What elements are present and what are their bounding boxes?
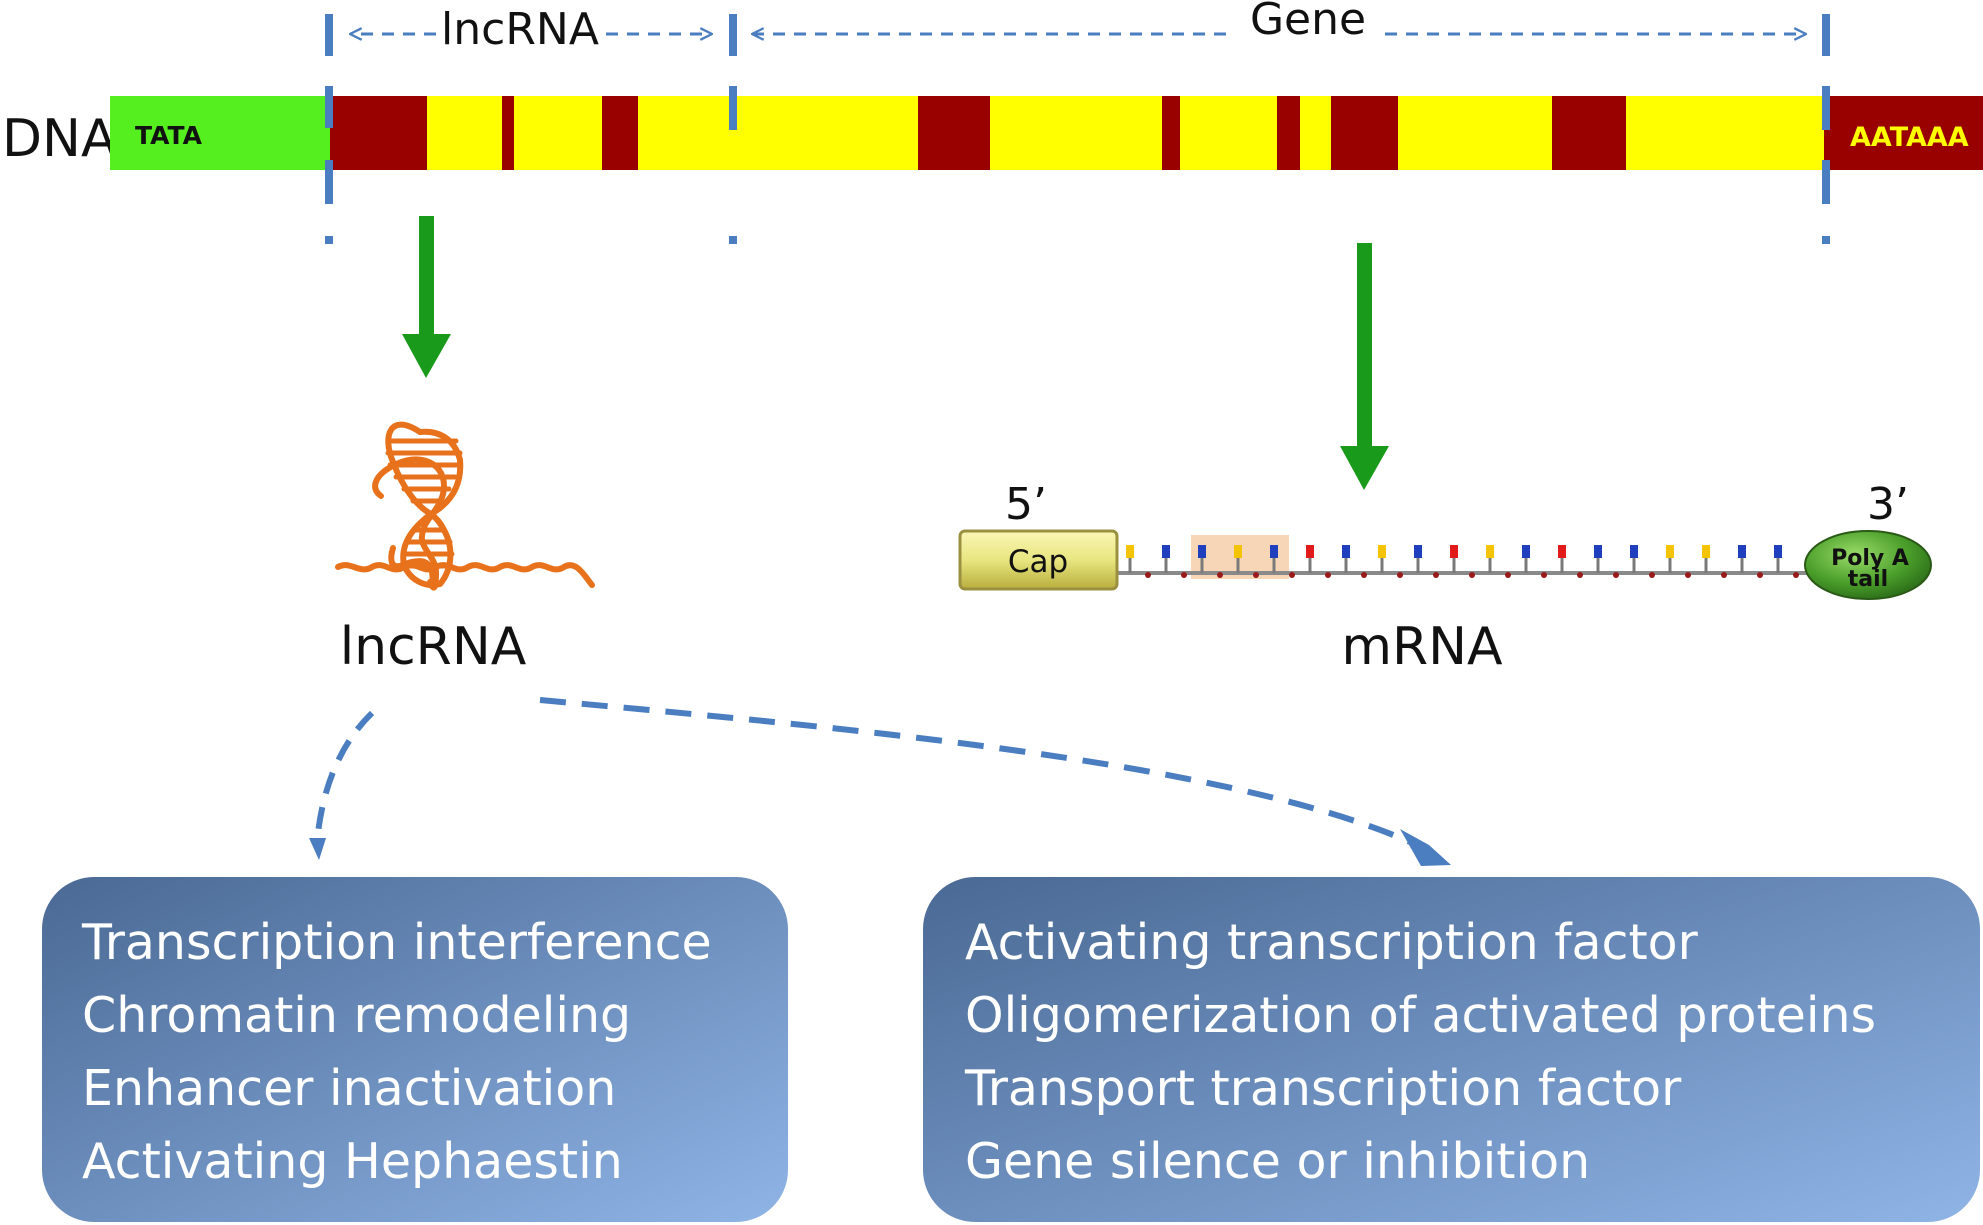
function-item: Enhancer inactivation <box>82 1060 616 1117</box>
transcription-arrow-mrna <box>1340 243 1389 490</box>
phosphate-dot <box>1685 572 1691 578</box>
exon-segment <box>1162 96 1180 170</box>
single-strand-tail <box>335 562 595 588</box>
gene-region-span: Gene <box>752 0 1806 45</box>
function-item: Oligomerization of activated proteins <box>965 987 1876 1044</box>
polya-signal-segment <box>1824 96 1983 170</box>
promoter-label: TATA <box>135 121 203 150</box>
polya-signal-label: AATAAA <box>1850 122 1969 153</box>
nucleotide-base <box>1522 545 1530 558</box>
function-item: Activating transcription factor <box>965 914 1699 971</box>
region-boundaries <box>325 14 1830 244</box>
exon-segment <box>918 96 990 170</box>
nucleotide-base <box>1630 545 1638 558</box>
nucleotide-base <box>1234 545 1242 558</box>
hairpin-stem <box>400 511 454 588</box>
arrow-head <box>309 838 326 860</box>
three-prime-label: 3’ <box>1867 479 1909 530</box>
phosphate-dot <box>1469 572 1475 578</box>
lncrna-region-label: lncRNA <box>441 4 599 55</box>
arrow-head <box>1400 829 1451 866</box>
transcription-arrow-lncrna <box>402 216 451 378</box>
nucleotide-base <box>1342 545 1350 558</box>
nucleotide-base <box>1450 545 1458 558</box>
connector-arrow-right <box>539 697 1451 866</box>
phosphate-dot <box>1145 572 1151 578</box>
exon-segment <box>1552 96 1626 170</box>
lncrna-region-span: lncRNA <box>350 4 712 55</box>
cap-structure <box>958 529 1119 591</box>
box-background <box>42 877 788 1222</box>
box-background <box>923 877 1980 1222</box>
phosphate-dot <box>1541 572 1547 578</box>
nucleotide-base <box>1486 545 1494 558</box>
dna-strip: TATA AATAAA <box>110 96 1983 170</box>
base-pair-rungs <box>385 438 463 569</box>
phosphate-dot <box>1577 572 1583 578</box>
phosphate-dot <box>1325 572 1331 578</box>
lncrna-functions-box: Transcription interference Chromatin rem… <box>42 877 788 1222</box>
function-item: Transcription interference <box>81 914 712 971</box>
mrna-label: mRNA <box>1341 617 1503 677</box>
nucleotide-base <box>1414 545 1422 558</box>
polya-tail-label-line1: Poly A <box>1831 546 1909 571</box>
nucleotide-base <box>1594 545 1602 558</box>
five-prime-label: 5’ <box>1005 479 1047 530</box>
phosphate-dot <box>1397 572 1403 578</box>
nucleotide-base <box>1738 545 1746 558</box>
phosphate-dot <box>1793 572 1799 578</box>
nucleotide-row <box>1126 545 1799 578</box>
lncrna-label: lncRNA <box>340 617 527 677</box>
connector-arrow-left <box>309 710 375 860</box>
phosphate-dot <box>1433 572 1439 578</box>
exon-segment <box>1277 96 1300 170</box>
lncrna-molecule-icon <box>335 421 595 591</box>
nucleotide-base <box>1558 545 1566 558</box>
mrna-molecule: 5’ 3’ Cap Poly A tail <box>958 479 1932 600</box>
function-item: Transport transcription factor <box>964 1060 1682 1117</box>
nucleotide-base <box>1774 545 1782 558</box>
arrow-head <box>402 334 451 378</box>
nucleotide-base <box>1162 545 1170 558</box>
exon-segment <box>1331 96 1398 170</box>
phosphate-dot <box>1181 572 1187 578</box>
function-item: Gene silence or inhibition <box>965 1133 1590 1190</box>
nucleotide-base <box>1666 545 1674 558</box>
phosphate-dot <box>1649 572 1655 578</box>
phosphate-dot <box>1217 572 1223 578</box>
function-item: Activating Hephaestin <box>82 1133 623 1190</box>
phosphate-dot <box>1613 572 1619 578</box>
nucleotide-base <box>1126 545 1134 558</box>
phosphate-dot <box>1253 572 1259 578</box>
arrow-head <box>1340 446 1389 490</box>
cap-label: Cap <box>1008 544 1068 580</box>
promoter-segment <box>110 96 330 170</box>
arrow-shaft <box>419 216 434 334</box>
gene-region-label: Gene <box>1250 0 1366 45</box>
polya-tail-label-line2: tail <box>1848 567 1888 592</box>
nucleotide-base <box>1378 545 1386 558</box>
dna-label: DNA <box>2 109 117 169</box>
function-item: Chromatin remodeling <box>82 987 631 1044</box>
phosphate-dot <box>1721 572 1727 578</box>
phosphate-dot <box>1289 572 1295 578</box>
polya-tail <box>1804 530 1932 600</box>
nucleotide-base <box>1270 545 1278 558</box>
nucleotide-base <box>1306 545 1314 558</box>
nucleotide-base <box>1702 545 1710 558</box>
arrow-shaft <box>1357 243 1372 446</box>
exon-segment <box>502 96 514 170</box>
exon-segment <box>602 96 638 170</box>
nucleotide-base <box>1198 545 1206 558</box>
phosphate-dot <box>1757 572 1763 578</box>
mrna-functions-box: Activating transcription factor Oligomer… <box>923 877 1980 1222</box>
phosphate-dot <box>1505 572 1511 578</box>
exon-segment <box>330 96 427 170</box>
phosphate-dot <box>1361 572 1367 578</box>
